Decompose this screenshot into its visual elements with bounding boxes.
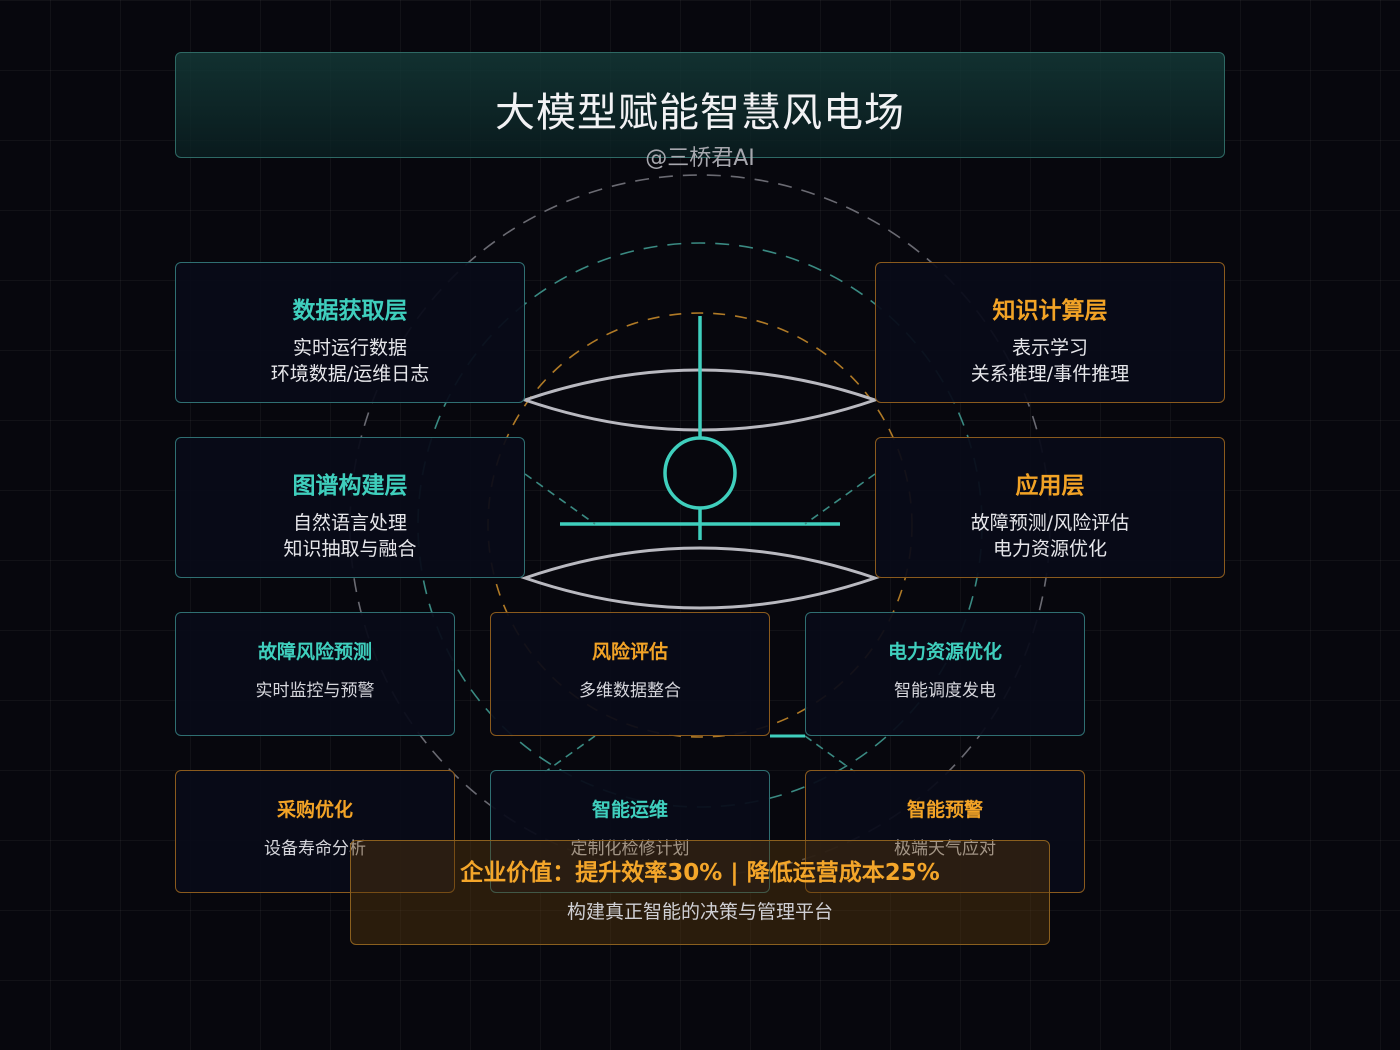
connector-left — [524, 473, 596, 525]
card-procurement-desc: 设备寿命分析 — [264, 839, 366, 859]
layer-application-name: 应用层 — [1015, 473, 1085, 499]
card-risk-evaluation-name: 风险评估 — [591, 641, 668, 663]
card-smart-alert-name: 智能预警 — [906, 799, 983, 821]
card-risk-evaluation: 风险评估 多维数据整合 — [490, 612, 770, 736]
enterprise-value-subtext: 构建真正智能的决策与管理平台 — [566, 901, 833, 923]
card-smart-alert-desc: 极端天气应对 — [894, 839, 996, 859]
card-power-optimization: 电力资源优化 智能调度发电 — [805, 612, 1085, 736]
lower-blade-lens — [520, 546, 880, 610]
page-title: 大模型赋能智慧风电场 — [495, 90, 905, 136]
layer-application: 应用层 故障预测/风险评估 电力资源优化 — [875, 437, 1225, 578]
layer-knowledge-computing: 知识计算层 表示学习 关系推理/事件推理 — [875, 262, 1225, 403]
card-fault-risk-name: 故障风险预测 — [257, 641, 372, 663]
card-power-optimization-name: 电力资源优化 — [887, 641, 1002, 663]
layer-application-line1: 故障预测/风险评估 — [970, 512, 1130, 534]
card-power-optimization-desc: 智能调度发电 — [894, 681, 996, 701]
layer-knowledge-computing-line2: 关系推理/事件推理 — [970, 363, 1130, 385]
author-credit: @三桥君AI — [645, 146, 755, 171]
layer-knowledge-computing-name: 知识计算层 — [992, 298, 1108, 324]
card-smart-ops: 智能运维 定制化检修计划 — [490, 770, 770, 893]
connector-bottom-left — [544, 735, 596, 773]
card-fault-risk-desc: 实时监控与预警 — [255, 681, 375, 701]
enterprise-value-text: 企业价值：提升效率30% | 降低运营成本25% — [460, 860, 940, 886]
layer-application-line2: 电力资源优化 — [992, 538, 1107, 560]
layer-data-acquisition: 数据获取层 实时运行数据 环境数据/运维日志 — [175, 262, 525, 403]
layer-data-acquisition-line2: 环境数据/运维日志 — [270, 363, 430, 385]
layer-data-acquisition-line1: 实时运行数据 — [292, 337, 407, 359]
layer-graph-building: 图谱构建层 自然语言处理 知识抽取与融合 — [175, 437, 525, 578]
card-fault-risk: 故障风险预测 实时监控与预警 — [175, 612, 455, 736]
card-smart-ops-desc: 定制化检修计划 — [570, 839, 690, 859]
enterprise-value-banner: 企业价值：提升效率30% | 降低运营成本25% 构建真正智能的决策与管理平台 — [350, 840, 1050, 945]
layer-knowledge-computing-line1: 表示学习 — [1011, 337, 1088, 359]
card-procurement: 采购优化 设备寿命分析 — [175, 770, 455, 893]
title-panel — [175, 52, 1225, 158]
card-smart-alert: 智能预警 极端天气应对 — [805, 770, 1085, 893]
card-smart-ops-name: 智能运维 — [591, 799, 668, 821]
connector-right — [804, 473, 876, 525]
layer-graph-building-line1: 自然语言处理 — [292, 512, 407, 534]
layer-graph-building-name: 图谱构建层 — [292, 473, 408, 499]
connector-bottom-right — [804, 735, 856, 773]
card-procurement-name: 采购优化 — [276, 799, 353, 821]
layer-graph-building-line2: 知识抽取与融合 — [283, 538, 417, 560]
layer-data-acquisition-name: 数据获取层 — [292, 298, 408, 324]
card-risk-evaluation-desc: 多维数据整合 — [579, 681, 681, 701]
hub-circle — [663, 436, 737, 510]
